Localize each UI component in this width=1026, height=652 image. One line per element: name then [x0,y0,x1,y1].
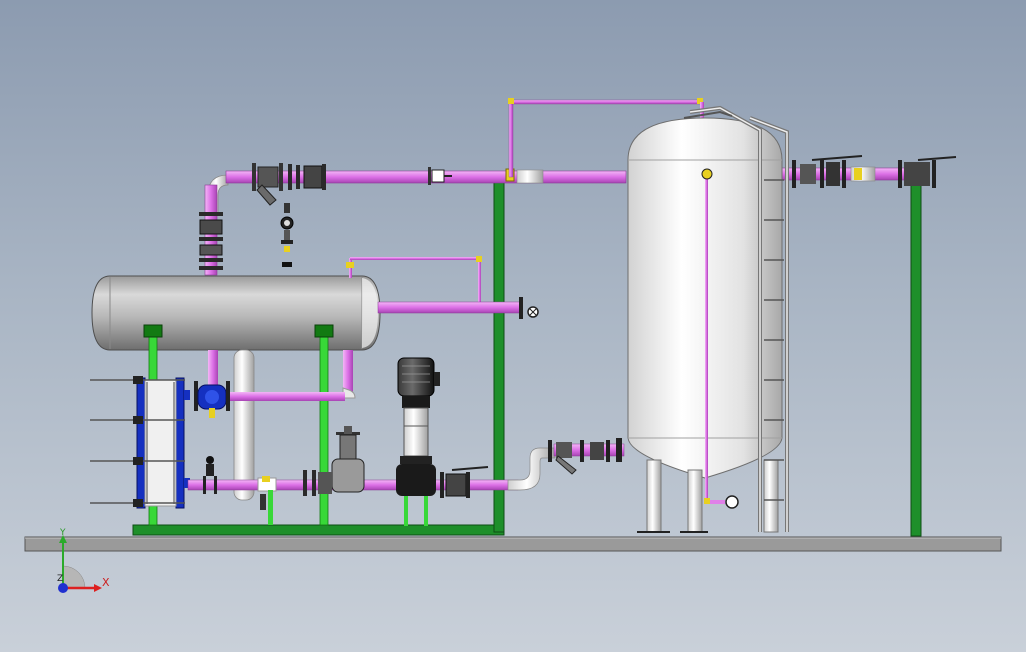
vent-loop-pipe [346,256,482,312]
expansion-joint-stack [199,184,223,276]
axis-y-label: Y [60,528,66,538]
axis-x-label: X [102,576,110,589]
ball-valve [440,466,489,498]
small-green-pipe [260,490,273,525]
drain-valve [203,456,217,494]
flange-group-top [288,164,326,190]
check-valve-top [428,167,452,185]
deaerator-vessel [627,117,783,533]
coordinate-triad [58,535,102,593]
y-strainer-top [252,163,283,206]
gate-valve [303,426,365,496]
horizontal-tank [91,275,381,351]
pressure-gauge-stack [280,203,294,267]
control-valve-blue [194,381,230,418]
plate-heat-exchanger [90,376,190,509]
tank-outlet-pipe [377,297,539,319]
ladder [683,105,789,532]
axis-z-label: Z [57,574,64,584]
floor-slab [24,536,1002,552]
outlet-valve-group [792,155,957,188]
tank-drain-pipes [208,350,356,401]
downcomer-pipe [233,349,255,501]
vertical-pump [396,357,440,526]
y-strainer-inlet [548,438,622,475]
